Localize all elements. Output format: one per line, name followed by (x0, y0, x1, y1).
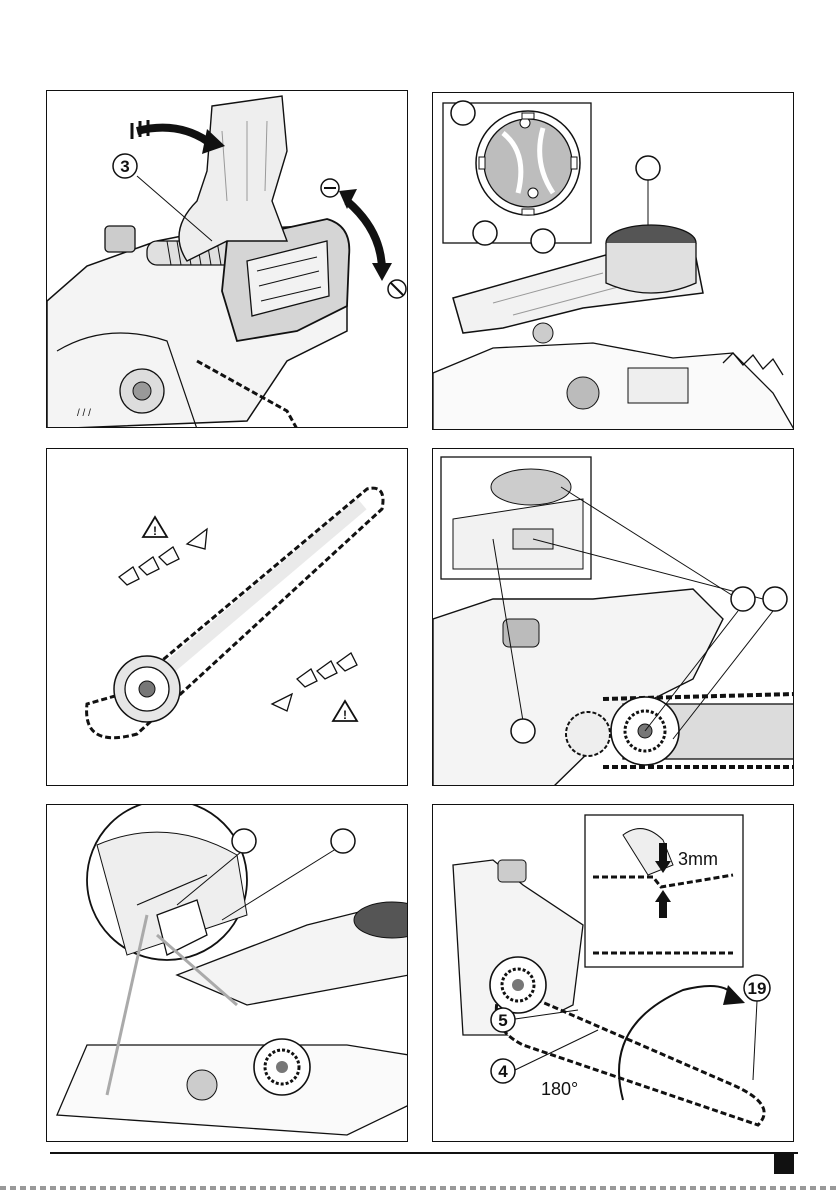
callout-label-4: 4 (498, 1062, 508, 1081)
figure-panel-3: ! ! (46, 448, 408, 786)
callout-label-3: 3 (120, 157, 129, 176)
figure-panel-4 (432, 448, 794, 786)
footer-rule (50, 1152, 798, 1154)
callout-label-19: 19 (748, 979, 767, 998)
svg-text:!: ! (343, 708, 347, 722)
figure-panel-2 (432, 92, 794, 430)
callout-label-5: 5 (498, 1011, 507, 1030)
chain-tension-illustration: 3mm 180° 5 4 19 (433, 805, 794, 1142)
figure-panel-6: 3mm 180° 5 4 19 (432, 804, 794, 1142)
page-marker-box (774, 1154, 794, 1174)
gap-label: 3mm (678, 849, 718, 869)
angle-label: 180° (541, 1079, 578, 1099)
figure-panel-1: 3 / / / (46, 90, 408, 428)
oil-cap-illustration (433, 93, 794, 430)
chainsaw-tension-illustration: 3 / / / (47, 91, 408, 428)
svg-text:!: ! (153, 524, 157, 538)
bar-mounting-illustration (433, 449, 794, 786)
bar-alignment-illustration (47, 805, 408, 1142)
chain-direction-illustration: ! ! (47, 449, 408, 786)
figure-panel-5 (46, 804, 408, 1142)
bottom-edge-dots (0, 1186, 840, 1190)
svg-text:/ / /: / / / (77, 408, 91, 419)
